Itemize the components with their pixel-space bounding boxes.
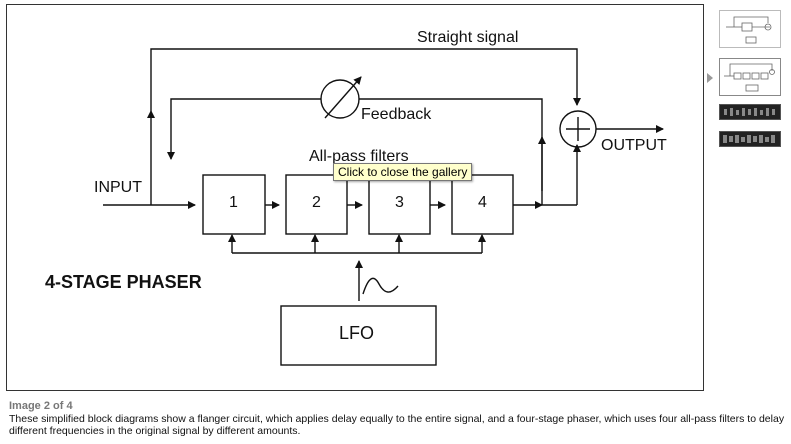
- output-label: OUTPUT: [601, 137, 667, 154]
- thumbnail-1[interactable]: [719, 10, 781, 48]
- stage-box-4: [451, 174, 514, 235]
- phaser-diagram: [103, 48, 664, 366]
- image-caption: These simplified block diagrams show a f…: [9, 413, 785, 437]
- stage-label-3: 3: [395, 194, 404, 211]
- allpass-label: All-pass filters: [309, 148, 409, 165]
- lfo-label: LFO: [339, 323, 375, 343]
- thumbnail-2-image: [724, 63, 775, 92]
- thumbnail-4[interactable]: [719, 131, 781, 147]
- close-gallery-tooltip: Click to close the gallery: [333, 163, 473, 181]
- feedback-label: Feedback: [361, 106, 432, 123]
- summing-junction: [559, 110, 597, 148]
- thumbnail-1-image: [726, 16, 772, 44]
- stage-label-4: 4: [478, 194, 487, 211]
- thumbnail-3[interactable]: [719, 104, 781, 120]
- current-thumb-arrow-icon: [707, 73, 713, 83]
- thumbnail-4-image: [723, 135, 775, 143]
- diagram-title: 4-STAGE PHASER: [45, 272, 202, 292]
- straight-path: [150, 48, 581, 111]
- lfo-box: [280, 305, 437, 366]
- stage-label-1: 1: [229, 194, 238, 211]
- sine-wave: [362, 277, 399, 295]
- stage-label-2: 2: [312, 194, 321, 211]
- stage-box-2: [285, 174, 348, 235]
- thumbnail-2[interactable]: [719, 58, 781, 96]
- thumbnail-3-image: [724, 108, 775, 116]
- image-counter: Image 2 of 4: [9, 400, 73, 412]
- straight-signal-label: Straight signal: [417, 29, 519, 46]
- gallery-image[interactable]: Straight signal Feedback All-pass filter…: [6, 4, 704, 391]
- input-label: INPUT: [94, 179, 142, 196]
- stage-box-1: [202, 174, 266, 235]
